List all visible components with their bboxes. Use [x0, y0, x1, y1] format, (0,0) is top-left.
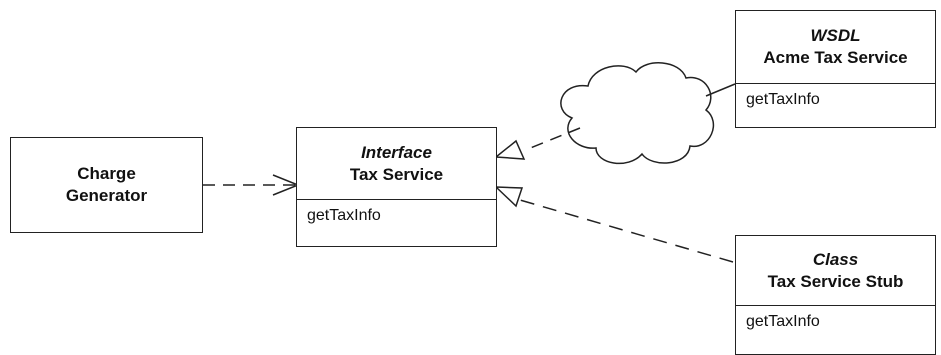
- acme-tax-service-name: Acme Tax Service: [763, 48, 908, 67]
- tax-service-interface-box[interactable]: Interface Tax Service getTaxInfo: [296, 127, 497, 247]
- charge-generator-line1: Charge: [77, 164, 136, 183]
- class-stereotype: Class: [812, 249, 859, 269]
- realization-arrow-wsdl: [494, 127, 581, 160]
- acme-tax-service-operation: getTaxInfo: [746, 91, 820, 108]
- tax-service-stub-name: Tax Service Stub: [767, 271, 904, 291]
- tax-service-interface-header: Interface Tax Service: [297, 128, 496, 200]
- interface-name: Tax Service: [349, 164, 444, 184]
- acme-tax-service-header: WSDL Acme Tax Service: [736, 11, 935, 84]
- charge-generator-box[interactable]: Charge Generator: [10, 137, 203, 233]
- acme-tax-service-box[interactable]: WSDL Acme Tax Service getTaxInfo: [735, 10, 936, 128]
- interface-operation: getTaxInfo: [307, 207, 381, 224]
- diagram-edges: [203, 62, 736, 263]
- interface-stereotype: Interface: [361, 142, 432, 162]
- network-cloud-icon: [560, 62, 715, 165]
- wsdl-stereotype: WSDL: [810, 26, 861, 45]
- uml-diagram: Charge Generator Interface Tax Service g…: [10, 10, 936, 355]
- charge-generator-line2: Generator: [65, 186, 148, 205]
- tax-service-stub-header: Class Tax Service Stub: [736, 236, 935, 306]
- network-link-line: [705, 83, 736, 97]
- tax-service-stub-operation: getTaxInfo: [746, 313, 820, 330]
- tax-service-stub-box[interactable]: Class Tax Service Stub getTaxInfo: [735, 235, 936, 355]
- dependency-arrow: [203, 174, 301, 196]
- realization-arrow-stub: [494, 186, 734, 263]
